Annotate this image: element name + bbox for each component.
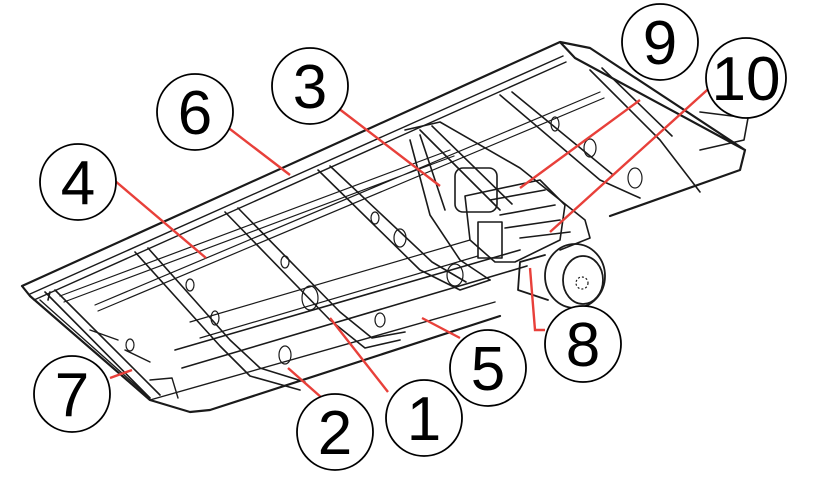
motor-bay [404,121,591,281]
leader-10 [549,81,717,233]
leader-6 [225,125,291,176]
rib-4 [317,165,491,291]
callout-8: 8 [544,305,622,383]
callout-label-7: 7 [55,361,89,430]
callout-label-8: 8 [566,311,600,380]
servo-body [477,221,503,259]
lightening-holes [125,116,643,365]
rib-2 [134,247,306,391]
rib-1 [44,289,161,399]
callout-label-1: 1 [407,385,441,454]
callout-7: 7 [33,355,111,433]
callout-label-3: 3 [293,53,327,122]
callout-6: 6 [156,73,234,151]
callout-5: 5 [449,329,527,407]
servo-mount [464,179,566,263]
callout-label-5: 5 [471,335,505,404]
callout-label-6: 6 [178,79,212,148]
main-spar-tube [174,111,749,369]
leader-9 [519,99,641,189]
ribs [44,67,701,399]
leader-8 [528,267,545,332]
trailing-edge [39,299,496,401]
leader-2 [287,367,323,399]
callout-2: 2 [296,393,374,471]
callout-label-9: 9 [643,9,677,78]
callout-9: 9 [621,3,699,81]
leader-7 [109,368,133,380]
leader-1 [329,317,389,393]
stringer-lines [59,91,605,312]
callout-3: 3 [271,47,349,125]
callout-1: 1 [385,379,463,457]
callout-10: 10 [705,37,787,119]
callout-label-4: 4 [61,149,95,218]
wing-tip-detail [89,329,179,399]
wing-outline [20,40,747,414]
rib-7 [589,67,701,193]
callout-label-2: 2 [318,399,352,468]
callout-4: 4 [39,143,117,221]
rib-6 [499,91,641,199]
wing-structure-drawing [20,40,749,414]
leader-lines [109,81,717,399]
callout-label-10: 10 [712,45,781,114]
leader-4 [113,179,207,259]
rib-5 [419,125,513,211]
leader-5 [421,316,461,340]
leading-edge [29,55,567,301]
motor-housing [454,167,498,213]
leader-3 [337,107,441,187]
callouts: 1 2 3 4 5 6 7 8 [33,3,787,471]
